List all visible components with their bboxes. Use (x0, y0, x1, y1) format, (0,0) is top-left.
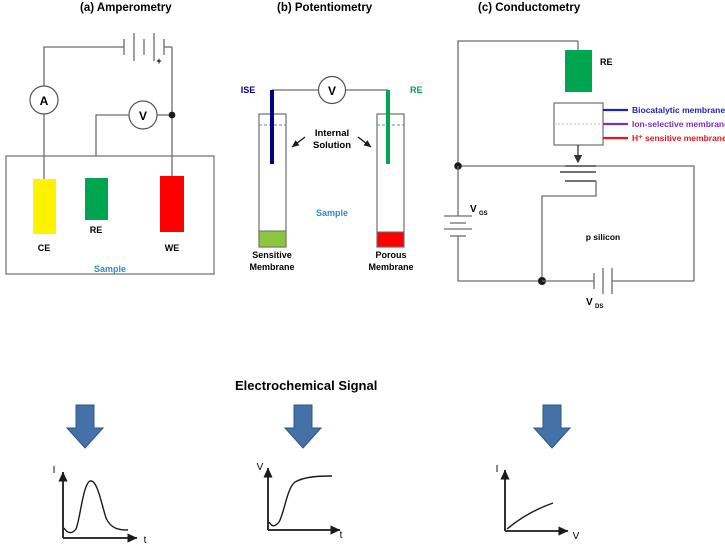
reference-electrode-conductometry (565, 50, 592, 92)
legend-label-ion-selective: Ion-selective membrane (632, 119, 725, 129)
electrode-label-re: RE (90, 225, 103, 235)
porous-membrane-label-line1: Porous (375, 250, 406, 260)
internal-solution-arrow-right (357, 136, 372, 148)
wire-source-step (541, 181, 597, 281)
voltmeter-label: V (139, 109, 147, 123)
voltmeter-circle-potentiometry (317, 75, 347, 105)
plot1-ylabel: I (53, 465, 56, 476)
plot2-ylabel: V (257, 462, 264, 473)
ise-rod (270, 90, 274, 164)
wire-drain-to-bottom (596, 165, 695, 281)
battery-plus-label: + (156, 56, 161, 66)
sensitive-membrane-label-line1: Sensitive (252, 250, 292, 260)
legend-label-biocatalytic: Biocatalytic membrane (632, 105, 725, 115)
plot2-curve (268, 475, 333, 527)
plot3-curve (506, 502, 554, 530)
vgs-label-subscript: GS (479, 211, 488, 217)
vds-label: V (586, 297, 593, 308)
panel-amperometry: + A V CE RE WE Sample (5, 33, 215, 275)
wire-ce-to-battery (43, 46, 118, 156)
porous-membrane (376, 231, 405, 248)
electrode-label-ce: CE (38, 243, 51, 253)
plot3-ylabel: I (496, 464, 499, 475)
internal-solution-label-line2: Solution (313, 140, 351, 151)
sample-label-amperometry: Sample (94, 264, 126, 274)
panel-conductometry: RE Biocatalytic membrane Ion-selective m… (444, 40, 725, 310)
battery-vds (593, 268, 613, 294)
battery-symbol (118, 33, 172, 61)
p-silicon-label: p silicon (586, 232, 620, 242)
electrode-ce (33, 179, 56, 234)
panel-title-potentiometry: (b) Potentiometry (277, 2, 373, 14)
ise-label: ISE (241, 85, 256, 95)
electrode-re (85, 178, 108, 220)
plot2-xlabel: t (340, 530, 343, 541)
electrode-label-we: WE (165, 243, 180, 253)
sensitive-membrane-label-line2: Membrane (249, 262, 294, 272)
legend-label-h-sensitive: H⁺ sensitive membrane (632, 133, 725, 143)
re-label-potentiometry: RE (410, 85, 423, 95)
vds-label-subscript: DS (595, 304, 603, 310)
down-arrow-amperometry (65, 404, 105, 449)
plot-conductometry-signal: I V (496, 464, 580, 542)
vgs-label: V (470, 204, 477, 215)
tube-re (376, 113, 405, 248)
down-arrow-potentiometry (283, 404, 323, 449)
panel-title-conductometry: (c) Conductometry (478, 2, 581, 14)
electrode-we (160, 176, 184, 232)
electrochemical-signal-title: Electrochemical Signal (235, 378, 377, 393)
internal-solution-arrow-left (291, 136, 306, 148)
re-label-conductometry: RE (600, 57, 613, 67)
panel-title-amperometry: (a) Amperometry (80, 2, 172, 14)
plot3-xlabel: V (573, 531, 580, 542)
sample-label-potentiometry: Sample (316, 208, 348, 218)
tube-ise (258, 113, 287, 248)
plot1-curve (63, 480, 129, 534)
down-arrow-conductometry (532, 404, 572, 449)
re-rod (386, 90, 390, 164)
battery-vgs (444, 215, 472, 237)
wire-vgs-bottom (457, 236, 542, 282)
wire-re-top-loop (457, 40, 578, 166)
plot-potentiometry-signal: V t (257, 462, 343, 541)
junction-dot-we (168, 111, 176, 119)
ammeter-circle (29, 85, 59, 115)
sensitive-membrane (258, 230, 287, 248)
plot1-xlabel: t (144, 535, 147, 545)
plot-amperometry-signal: I t (53, 465, 147, 545)
panel-potentiometry: V ISE RE Internal Solution Sample Sensit… (241, 75, 423, 272)
porous-membrane-label-line2: Membrane (368, 262, 413, 272)
internal-solution-label-line1: Internal (315, 128, 349, 139)
ammeter-label: A (40, 94, 49, 108)
voltmeter-label-potentiometry: V (328, 84, 336, 98)
